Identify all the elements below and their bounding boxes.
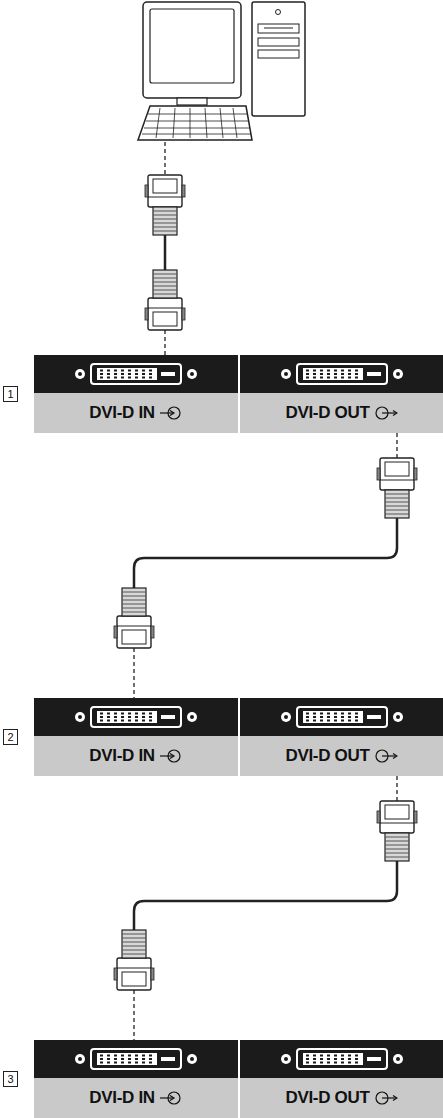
dvi-port xyxy=(277,1046,407,1072)
terminal-label-row: DVI-D OUT xyxy=(240,1078,443,1118)
terminal-label-row: DVI-D IN xyxy=(34,393,238,433)
terminal-panel: DVI-D OUT xyxy=(240,1040,443,1118)
terminal-name: DVI-D OUT xyxy=(285,1088,369,1108)
input-icon xyxy=(159,406,183,420)
terminal-label-row: DVI-D IN xyxy=(34,736,238,776)
input-icon xyxy=(159,749,183,763)
callout-number: 2 xyxy=(3,729,18,745)
terminal-name: DVI-D OUT xyxy=(285,746,369,766)
input-icon xyxy=(159,1091,183,1105)
terminal-name: DVI-D OUT xyxy=(285,403,369,423)
dvi-port xyxy=(71,704,201,730)
dvi-cable xyxy=(134,433,397,698)
dvi-port xyxy=(277,704,407,730)
output-icon xyxy=(374,406,398,420)
dvi-port xyxy=(71,361,201,387)
terminal-panel: DVI-D OUT xyxy=(240,698,443,776)
terminal-name: DVI-D IN xyxy=(89,1088,155,1108)
terminal-label-row: DVI-D IN xyxy=(34,1078,238,1118)
output-icon xyxy=(374,749,398,763)
terminal-panel: DVI-D IN xyxy=(34,1040,238,1118)
dvi-port xyxy=(71,1046,201,1072)
callout-number: 3 xyxy=(3,1071,18,1087)
terminal-label-row: DVI-D OUT xyxy=(240,393,443,433)
terminal-name: DVI-D IN xyxy=(89,746,155,766)
output-icon xyxy=(374,1091,398,1105)
terminal-label-row: DVI-D OUT xyxy=(240,736,443,776)
terminal-name: DVI-D IN xyxy=(89,403,155,423)
terminal-panel: DVI-D IN xyxy=(34,355,238,433)
terminal-panel: DVI-D IN xyxy=(34,698,238,776)
callout-number: 1 xyxy=(3,386,18,402)
dvi-cable xyxy=(134,776,397,1040)
terminal-panel: DVI-D OUT xyxy=(240,355,443,433)
dvi-port xyxy=(277,361,407,387)
